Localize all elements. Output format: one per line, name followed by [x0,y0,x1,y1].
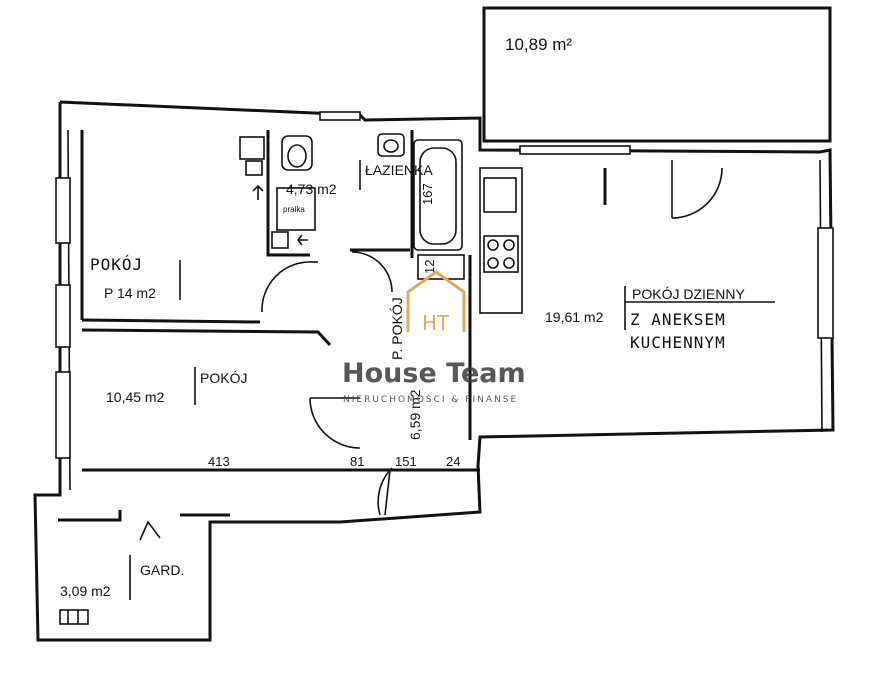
bedroom-top-name: POKÓJ [90,255,143,274]
toilet [281,135,313,171]
meter-box-wardrobe [59,609,89,625]
wall-bedroom-mid-top [81,328,332,347]
logo-mark: HT [422,311,450,335]
outer-wall [33,100,835,642]
wall-bath-left [266,130,310,257]
wall-bedroom-top-bottom [81,318,261,324]
living-area: 19,61 m2 [545,309,604,325]
wardrobe-area: 3,09 m2 [60,583,111,599]
hall-area: 6,59 m2 [407,389,423,440]
bathroom-area: 4,73 m2 [286,181,337,197]
wall-wardrobe [58,510,122,522]
dimension-151: 151 [395,454,417,469]
balcony-outline [482,6,832,143]
vent-arrow-2 [296,234,308,246]
dimension-81: 81 [350,454,364,469]
window-bath [319,111,361,121]
logo-house-icon [406,270,466,332]
bedroom-mid-area: 10,45 m2 [106,389,165,405]
meter-box-bath [271,231,289,249]
kitchen-sink [483,177,517,213]
living-name-line3: KUCHENNYM [630,333,726,352]
vent-arrow-1 [252,184,264,200]
meter-box-bedroom [239,136,265,160]
door-bedroom-top [261,261,313,313]
house-team-logo: HT House Team NIERUCHOMOŚCI & FINANSE [342,270,526,405]
window-right [817,227,834,339]
bathtub [413,139,463,251]
living-name: POKÓJ DZIENNY [632,286,745,302]
door-bath [351,251,393,293]
door-living [671,167,723,219]
bath-dimension: 167 [420,183,435,205]
hall-name: P. POKÓJ [389,297,405,360]
sink [377,133,405,157]
washing-machine [276,187,316,231]
window-left-mid [55,284,71,348]
logo-name: House Team [342,358,526,389]
hall-dimension: 12 [422,260,437,274]
logo-tagline: NIERUCHOMOŚCI & FINANSE [343,393,518,405]
kitchen-counter [479,167,523,314]
living-name-line2: Z ANEKSEM [630,310,726,329]
door-bedroom-mid [309,397,361,449]
window-top-living [519,145,631,155]
window-left-top [55,177,71,244]
bedroom-mid-name: POKÓJ [200,370,247,386]
window-left-bottom [55,371,71,459]
door-wardrobe [139,520,161,541]
wardrobe-name: GARD. [140,562,184,578]
bedroom-top-area: P 14 m2 [104,285,156,301]
dimension-24: 24 [446,454,460,469]
door-entrance [377,467,393,516]
cooktop [483,235,519,273]
balcony-area: 10,89 m² [505,35,572,54]
hall-niche [417,254,465,280]
bathroom-name: ŁAZIENKA [365,162,433,178]
washer-label: pralka [283,205,305,214]
dimension-413: 413 [208,454,230,469]
